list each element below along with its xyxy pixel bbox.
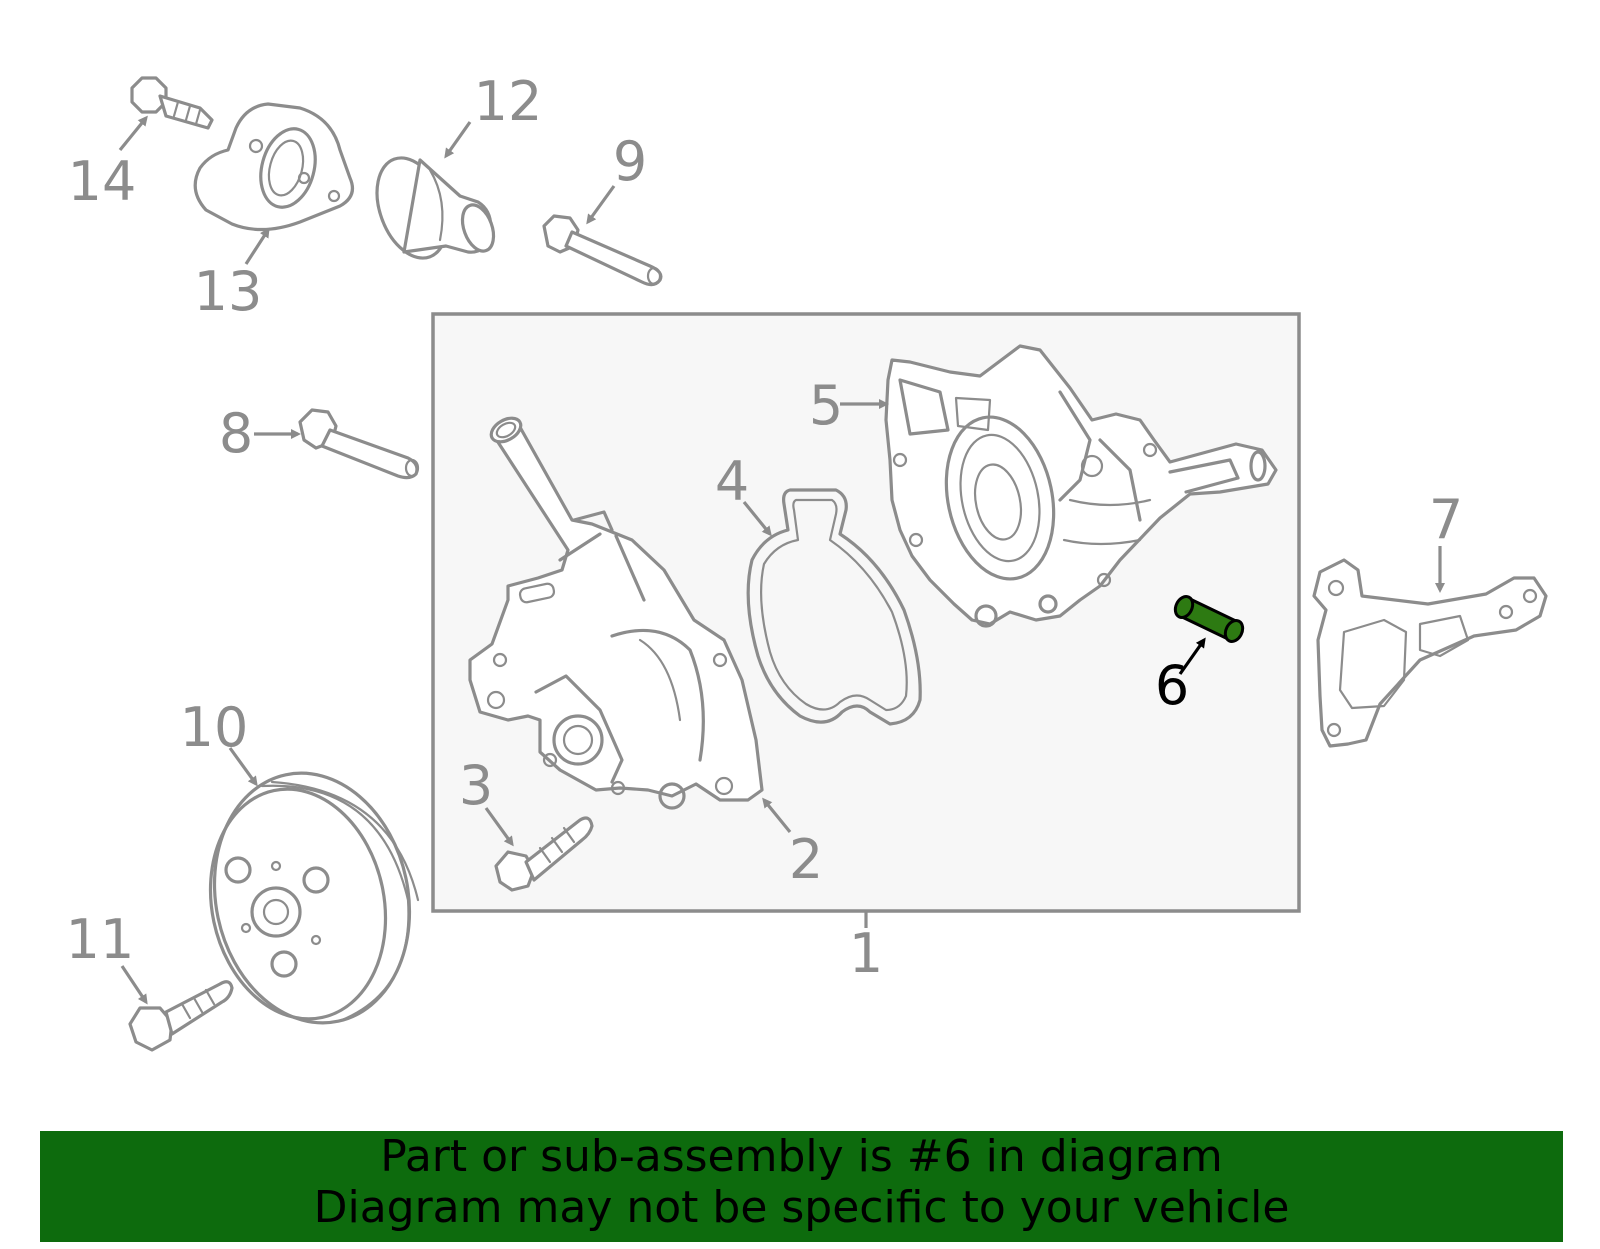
- diagram-notice-banner: Part or sub-assembly is #6 in diagram Di…: [40, 1131, 1563, 1242]
- callout-9: 9: [613, 130, 647, 193]
- bolt-14: [130, 76, 214, 130]
- pulley-10: [208, 771, 420, 1025]
- notice-line-part: Part or sub-assembly is #6 in diagram: [380, 1131, 1223, 1182]
- bolt-11: [128, 980, 234, 1052]
- bolt-3: [494, 816, 594, 892]
- gasket-4: [746, 488, 922, 726]
- callout-3: 3: [459, 754, 493, 817]
- bolt-9: [542, 214, 663, 287]
- callout-12: 12: [474, 70, 543, 133]
- bolt-8: [298, 408, 420, 480]
- callout-14: 14: [68, 150, 137, 213]
- callout-7: 7: [1429, 488, 1463, 551]
- pump-housing-5: [884, 344, 1278, 628]
- callout-10: 10: [180, 696, 249, 759]
- notice-line-disclaimer: Diagram may not be specific to your vehi…: [313, 1182, 1290, 1233]
- thermostat-housing-13: [193, 102, 354, 232]
- water-pump-2: [468, 416, 764, 810]
- thermostat-12: [375, 156, 496, 260]
- dowel-pin-6: [1173, 595, 1245, 643]
- callout-1: 1: [849, 922, 883, 985]
- callout-4: 4: [715, 450, 749, 513]
- callout-11: 11: [66, 908, 135, 971]
- callout-13: 13: [194, 260, 263, 323]
- callout-8: 8: [219, 402, 253, 465]
- callout-2: 2: [789, 828, 823, 891]
- gasket-plate-7: [1312, 558, 1548, 748]
- callout-5: 5: [809, 374, 843, 437]
- callout-6: 6: [1155, 654, 1189, 717]
